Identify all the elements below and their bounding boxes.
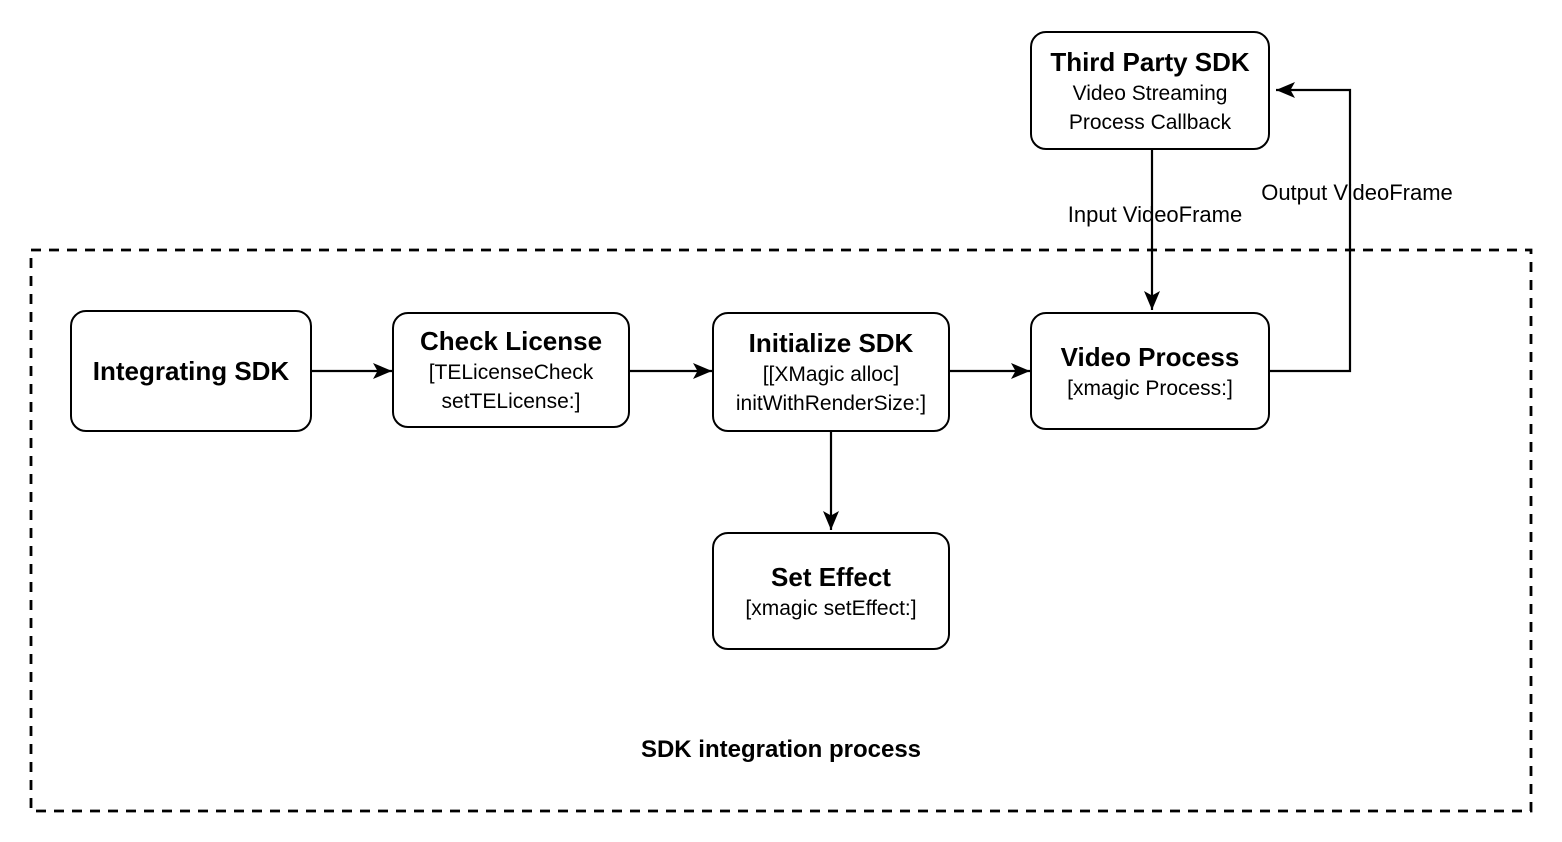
node-third-party-sdk-line1: Video Streaming bbox=[1072, 81, 1228, 105]
sdk-boundary-dashed-rect bbox=[29, 248, 1533, 813]
node-check-license: Check License [TELicenseCheck setTELicen… bbox=[392, 312, 630, 428]
node-video-process-line1: [xmagic Process:] bbox=[1067, 376, 1233, 400]
node-initialize-sdk: Initialize SDK [[XMagic alloc] initWithR… bbox=[712, 312, 950, 432]
edge-output-videoframe bbox=[1270, 82, 1352, 373]
diagram-caption: SDK integration process bbox=[640, 736, 922, 763]
node-third-party-sdk-line2: Process Callback bbox=[1068, 110, 1232, 134]
node-set-effect: Set Effect [xmagic setEffect:] bbox=[712, 532, 950, 650]
node-video-process: Video Process [xmagic Process:] bbox=[1030, 312, 1270, 430]
node-set-effect-title: Set Effect bbox=[771, 561, 891, 592]
input-videoframe-label: Input VideoFrame bbox=[1067, 202, 1243, 227]
node-check-license-title: Check License bbox=[419, 326, 603, 356]
node-third-party-sdk: Third Party SDK Video Streaming Process … bbox=[1030, 31, 1270, 150]
node-integrating-sdk-title: Integrating SDK bbox=[92, 356, 290, 386]
node-third-party-sdk-title: Third Party SDK bbox=[1050, 46, 1250, 77]
node-check-license-line1: [TELicenseCheck bbox=[428, 361, 594, 384]
node-initialize-sdk-title: Initialize SDK bbox=[748, 328, 914, 358]
node-integrating-sdk: Integrating SDK bbox=[70, 310, 312, 432]
node-initialize-sdk-line1: [[XMagic alloc] bbox=[762, 363, 900, 386]
output-videoframe-label: Output VideoFrame bbox=[1261, 180, 1453, 205]
node-set-effect-line1: [xmagic setEffect:] bbox=[745, 596, 917, 620]
node-video-process-title: Video Process bbox=[1060, 341, 1240, 372]
node-check-license-line2: setTELicense:] bbox=[441, 390, 581, 413]
node-initialize-sdk-line2: initWithRenderSize:] bbox=[735, 392, 927, 415]
